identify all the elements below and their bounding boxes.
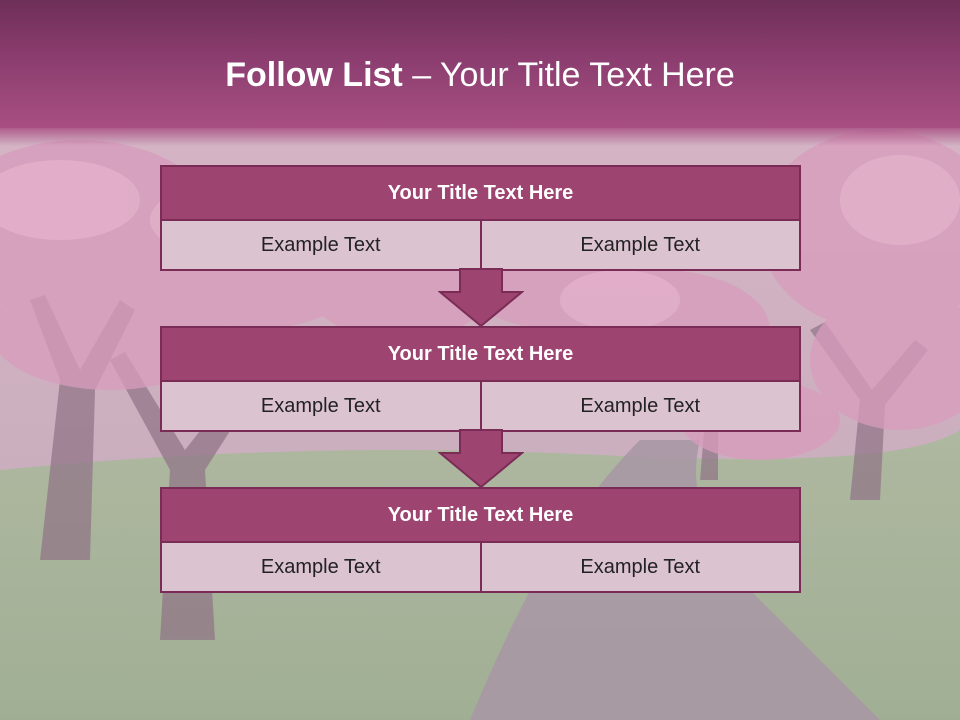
block-cell-left: Example Text bbox=[160, 382, 482, 432]
block-cell-left: Example Text bbox=[160, 543, 482, 593]
block-title: Your Title Text Here bbox=[160, 165, 801, 221]
block-cell-right: Example Text bbox=[481, 221, 801, 271]
block-row: Example Text Example Text bbox=[160, 382, 801, 432]
list-block-2: Your Title Text Here Example Text Exampl… bbox=[160, 326, 801, 432]
down-arrow-icon bbox=[438, 429, 524, 489]
slide-title: Follow List – Your Title Text Here bbox=[0, 52, 960, 98]
slide-title-rest: – Your Title Text Here bbox=[402, 56, 735, 94]
block-row: Example Text Example Text bbox=[160, 221, 801, 271]
list-block-3: Your Title Text Here Example Text Exampl… bbox=[160, 487, 801, 593]
block-cell-right: Example Text bbox=[481, 543, 801, 593]
block-cell-left: Example Text bbox=[160, 221, 482, 271]
down-arrow-icon bbox=[438, 268, 524, 328]
slide-title-bold: Follow List bbox=[225, 56, 403, 94]
block-title: Your Title Text Here bbox=[160, 326, 801, 382]
block-row: Example Text Example Text bbox=[160, 543, 801, 593]
title-banner bbox=[0, 0, 960, 128]
list-block-1: Your Title Text Here Example Text Exampl… bbox=[160, 165, 801, 271]
title-banner-fade bbox=[0, 128, 960, 146]
block-title: Your Title Text Here bbox=[160, 487, 801, 543]
block-cell-right: Example Text bbox=[481, 382, 801, 432]
